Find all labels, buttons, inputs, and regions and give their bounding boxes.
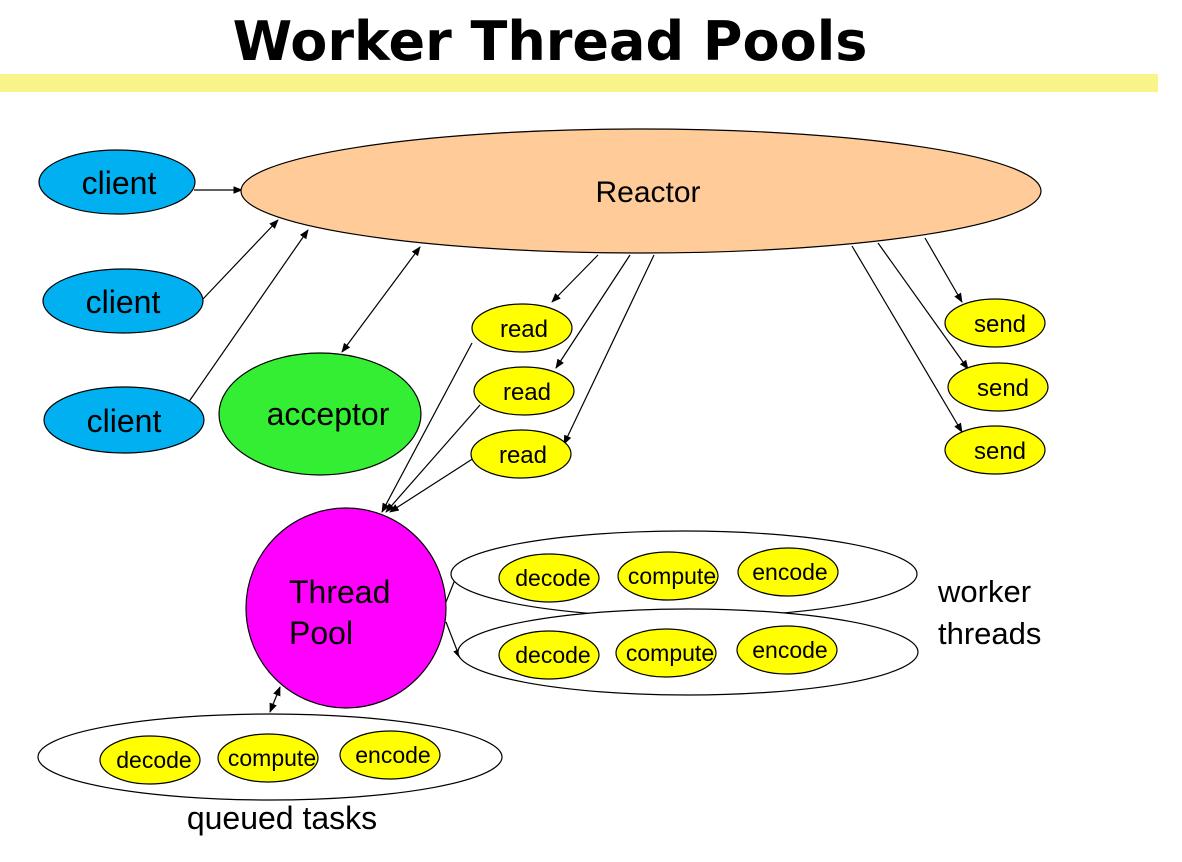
read-label: read [503, 379, 551, 406]
queued-tasks-row: decode compute encode [37, 713, 503, 801]
client-label: client [82, 165, 157, 201]
task-encode-bubble [737, 547, 839, 597]
client-node: client [38, 149, 196, 215]
read-handler-node: read [473, 366, 575, 416]
task-encode-label: encode [355, 742, 430, 768]
read-1-to-thread-pool-arrow [381, 342, 473, 513]
read-handler-node: read [471, 303, 573, 353]
reactor-node: Reactor [240, 128, 1042, 254]
thread-pool-label-line-2: Pool [289, 615, 353, 651]
connectors [187, 186, 969, 713]
task-encode-label: encode [752, 559, 827, 585]
task-compute-bubble [217, 733, 319, 783]
acceptor-label: acceptor [267, 396, 390, 432]
thread-pool-label-line-1: Thread [289, 574, 390, 610]
task-decode-label: decode [515, 642, 590, 668]
task-decode-label: decode [116, 747, 191, 773]
task-compute-label: compute [228, 745, 316, 771]
thread-pool-queue-arrow [269, 686, 281, 713]
task-compute-label: compute [628, 563, 716, 589]
client-node: client [42, 268, 204, 334]
reactor-to-send-3-arrow [851, 245, 963, 433]
acceptor-node: acceptor [218, 352, 422, 476]
read-label: read [500, 316, 548, 343]
thread-pool-node: Thread Pool [245, 507, 447, 709]
task-compute-label: compute [626, 640, 714, 666]
reactor-to-read-3-arrow [563, 254, 655, 445]
send-handler-node: send [944, 298, 1046, 348]
acceptor-reactor-arrow [341, 246, 421, 353]
reactor-to-read-1-arrow [551, 254, 599, 303]
client-label: client [86, 284, 161, 320]
worker-thread-row: decode compute encode [450, 530, 918, 618]
reactor-to-read-2-arrow [555, 254, 631, 369]
task-compute-bubble [617, 551, 719, 601]
send-label: send [977, 375, 1029, 402]
read-label: read [499, 442, 547, 469]
client-3-to-reactor-arrow [187, 229, 309, 404]
worker-threads-caption-line-1: worker [937, 574, 1031, 609]
reactor-to-send-1-arrow [924, 237, 963, 303]
read-2-to-thread-pool-arrow [385, 404, 481, 513]
queued-tasks-caption: queued tasks [187, 800, 377, 836]
client-label: client [87, 403, 162, 439]
task-encode-bubble [339, 730, 441, 780]
send-handler-node: send [944, 425, 1046, 475]
worker-thread-row: decode compute encode [457, 608, 919, 696]
client-2-to-reactor-arrow [201, 219, 279, 301]
read-handler-node: read [470, 429, 572, 479]
send-label: send [974, 438, 1026, 465]
send-label: send [974, 311, 1026, 338]
client-node: client [43, 386, 205, 454]
send-handler-node: send [947, 362, 1049, 412]
worker-threads-caption-line-2: threads [938, 616, 1041, 651]
task-encode-label: encode [752, 637, 827, 663]
title-underline-bar [0, 74, 1158, 92]
reactor-to-send-2-arrow [877, 242, 969, 370]
read-3-to-thread-pool-arrow [389, 457, 475, 513]
task-decode-bubble [498, 553, 600, 603]
slide-title: Worker Thread Pools [232, 10, 868, 73]
reactor-label: Reactor [595, 176, 700, 209]
task-encode-bubble [736, 625, 838, 675]
task-decode-bubble [99, 735, 201, 785]
task-compute-bubble [615, 628, 717, 678]
task-decode-bubble [498, 630, 600, 680]
task-decode-label: decode [515, 565, 590, 591]
